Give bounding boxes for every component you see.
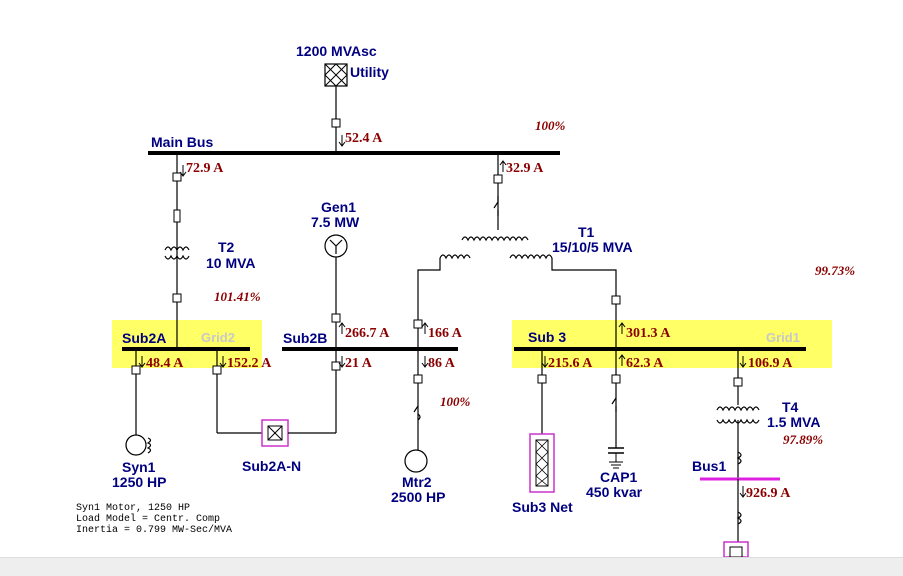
sub3net-node[interactable] xyxy=(537,374,547,384)
sub2b-node[interactable] xyxy=(331,361,341,371)
syn1-name: Syn1 xyxy=(122,459,156,475)
grid2-label: Grid2 xyxy=(201,330,235,345)
t1-name: T1 xyxy=(578,224,595,240)
current-sub3-in: 301.3 A xyxy=(626,326,671,341)
syn1-motor-icon[interactable] xyxy=(125,434,152,456)
bus1-cable-icon xyxy=(736,511,742,525)
current-utility: 52.4 A xyxy=(345,131,383,146)
t1-transformer-icon[interactable] xyxy=(439,236,553,260)
sub3-label: Sub 3 xyxy=(528,329,566,345)
sub2an-load-icon[interactable] xyxy=(261,419,289,447)
t2-rating: 10 MVA xyxy=(206,255,256,271)
sub3-grid1-highlight xyxy=(512,320,832,368)
sub3net-load-icon[interactable] xyxy=(529,433,555,493)
sub2an-node[interactable] xyxy=(212,365,222,375)
t4-primary-node[interactable] xyxy=(733,377,743,387)
t1-primary-node[interactable] xyxy=(493,174,503,184)
percent-p5: 97.89% xyxy=(783,432,823,447)
current-sub2a-right: 152.2 A xyxy=(227,356,272,371)
current-arrows xyxy=(138,135,747,498)
capacitor-icon[interactable] xyxy=(608,447,624,469)
current-bus1: 926.9 A xyxy=(746,486,791,501)
utility-rating: 1200 MVAsc xyxy=(296,43,377,59)
bus1-label: Bus1 xyxy=(692,458,726,474)
sub2b-feed-node[interactable] xyxy=(413,319,423,329)
one-line-diagram: 1200 MVAsc Utility 52.4 A 100% Main Bus … xyxy=(112,43,855,557)
main-bus-label: Main Bus xyxy=(151,134,213,150)
t4-cable-icon xyxy=(736,451,742,465)
t1-rating: 15/10/5 MVA xyxy=(552,239,633,255)
fuse-icon[interactable] xyxy=(173,209,181,223)
current-cap1: 62.3 A xyxy=(626,356,664,371)
syn1-rating: 1250 HP xyxy=(112,474,166,490)
status-bar xyxy=(0,557,903,576)
sub2a-label: Sub2A xyxy=(122,330,166,346)
note-line-2: Load Model = Centr. Comp xyxy=(76,514,221,525)
current-sub3-right: 106.9 A xyxy=(748,356,793,371)
t4-name: T4 xyxy=(782,399,799,415)
mtr2-switch-icon[interactable] xyxy=(413,405,421,421)
sub2b-label: Sub2B xyxy=(283,330,327,346)
gen1-name: Gen1 xyxy=(321,199,356,215)
current-sub2b-left: 21 A xyxy=(345,356,373,371)
current-gen1: 266.7 A xyxy=(345,326,390,341)
sub2an-label: Sub2A-N xyxy=(242,458,301,474)
current-main-right: 32.9 A xyxy=(506,161,544,176)
bus1-load-icon[interactable] xyxy=(723,541,749,557)
current-main-left: 72.9 A xyxy=(186,161,224,176)
t2-transformer-icon[interactable] xyxy=(164,246,190,260)
current-sub3-left: 215.6 A xyxy=(548,356,593,371)
note-line-1: Syn1 Motor, 1250 HP xyxy=(76,503,191,514)
utility-icon[interactable] xyxy=(324,63,348,87)
current-mtr2: 86 A xyxy=(428,356,456,371)
cap1-rating: 450 kvar xyxy=(586,484,643,500)
percent-p2: 101.41% xyxy=(214,289,261,304)
note-line-3: Inertia = 0.799 MW-Sec/MVA xyxy=(76,525,233,536)
sub2a-grid2-highlight xyxy=(112,320,262,368)
gen1-rating: 7.5 MW xyxy=(311,214,360,230)
utility-node[interactable] xyxy=(331,118,341,128)
percent-p1: 100% xyxy=(535,118,566,133)
mtr2-motor-icon[interactable] xyxy=(404,449,428,473)
sub3net-label: Sub3 Net xyxy=(512,499,573,515)
percent-p4: 100% xyxy=(440,394,471,409)
t2-name: T2 xyxy=(218,239,235,255)
t4-rating: 1.5 MVA xyxy=(767,414,820,430)
current-sub2a-left: 48.4 A xyxy=(146,356,184,371)
gen1-node[interactable] xyxy=(331,313,341,323)
mtr2-name: Mtr2 xyxy=(402,474,432,490)
percent-p3: 99.73% xyxy=(815,263,855,278)
generator-icon[interactable] xyxy=(324,234,348,258)
mtr2-rating: 2500 HP xyxy=(391,489,445,505)
utility-label: Utility xyxy=(350,64,389,80)
t2-secondary-node[interactable] xyxy=(172,293,182,303)
grid1-label: Grid1 xyxy=(766,330,800,345)
cap1-name: CAP1 xyxy=(600,469,638,485)
t2-primary-node[interactable] xyxy=(172,172,182,182)
cap1-node[interactable] xyxy=(611,374,621,384)
switch-icon[interactable] xyxy=(493,196,499,216)
mtr2-node[interactable] xyxy=(413,374,423,384)
current-sub2b-right: 166 A xyxy=(428,326,463,341)
syn1-node[interactable] xyxy=(131,365,141,375)
cap1-switch-icon[interactable] xyxy=(611,397,617,412)
sub3-feed-node[interactable] xyxy=(611,295,621,305)
